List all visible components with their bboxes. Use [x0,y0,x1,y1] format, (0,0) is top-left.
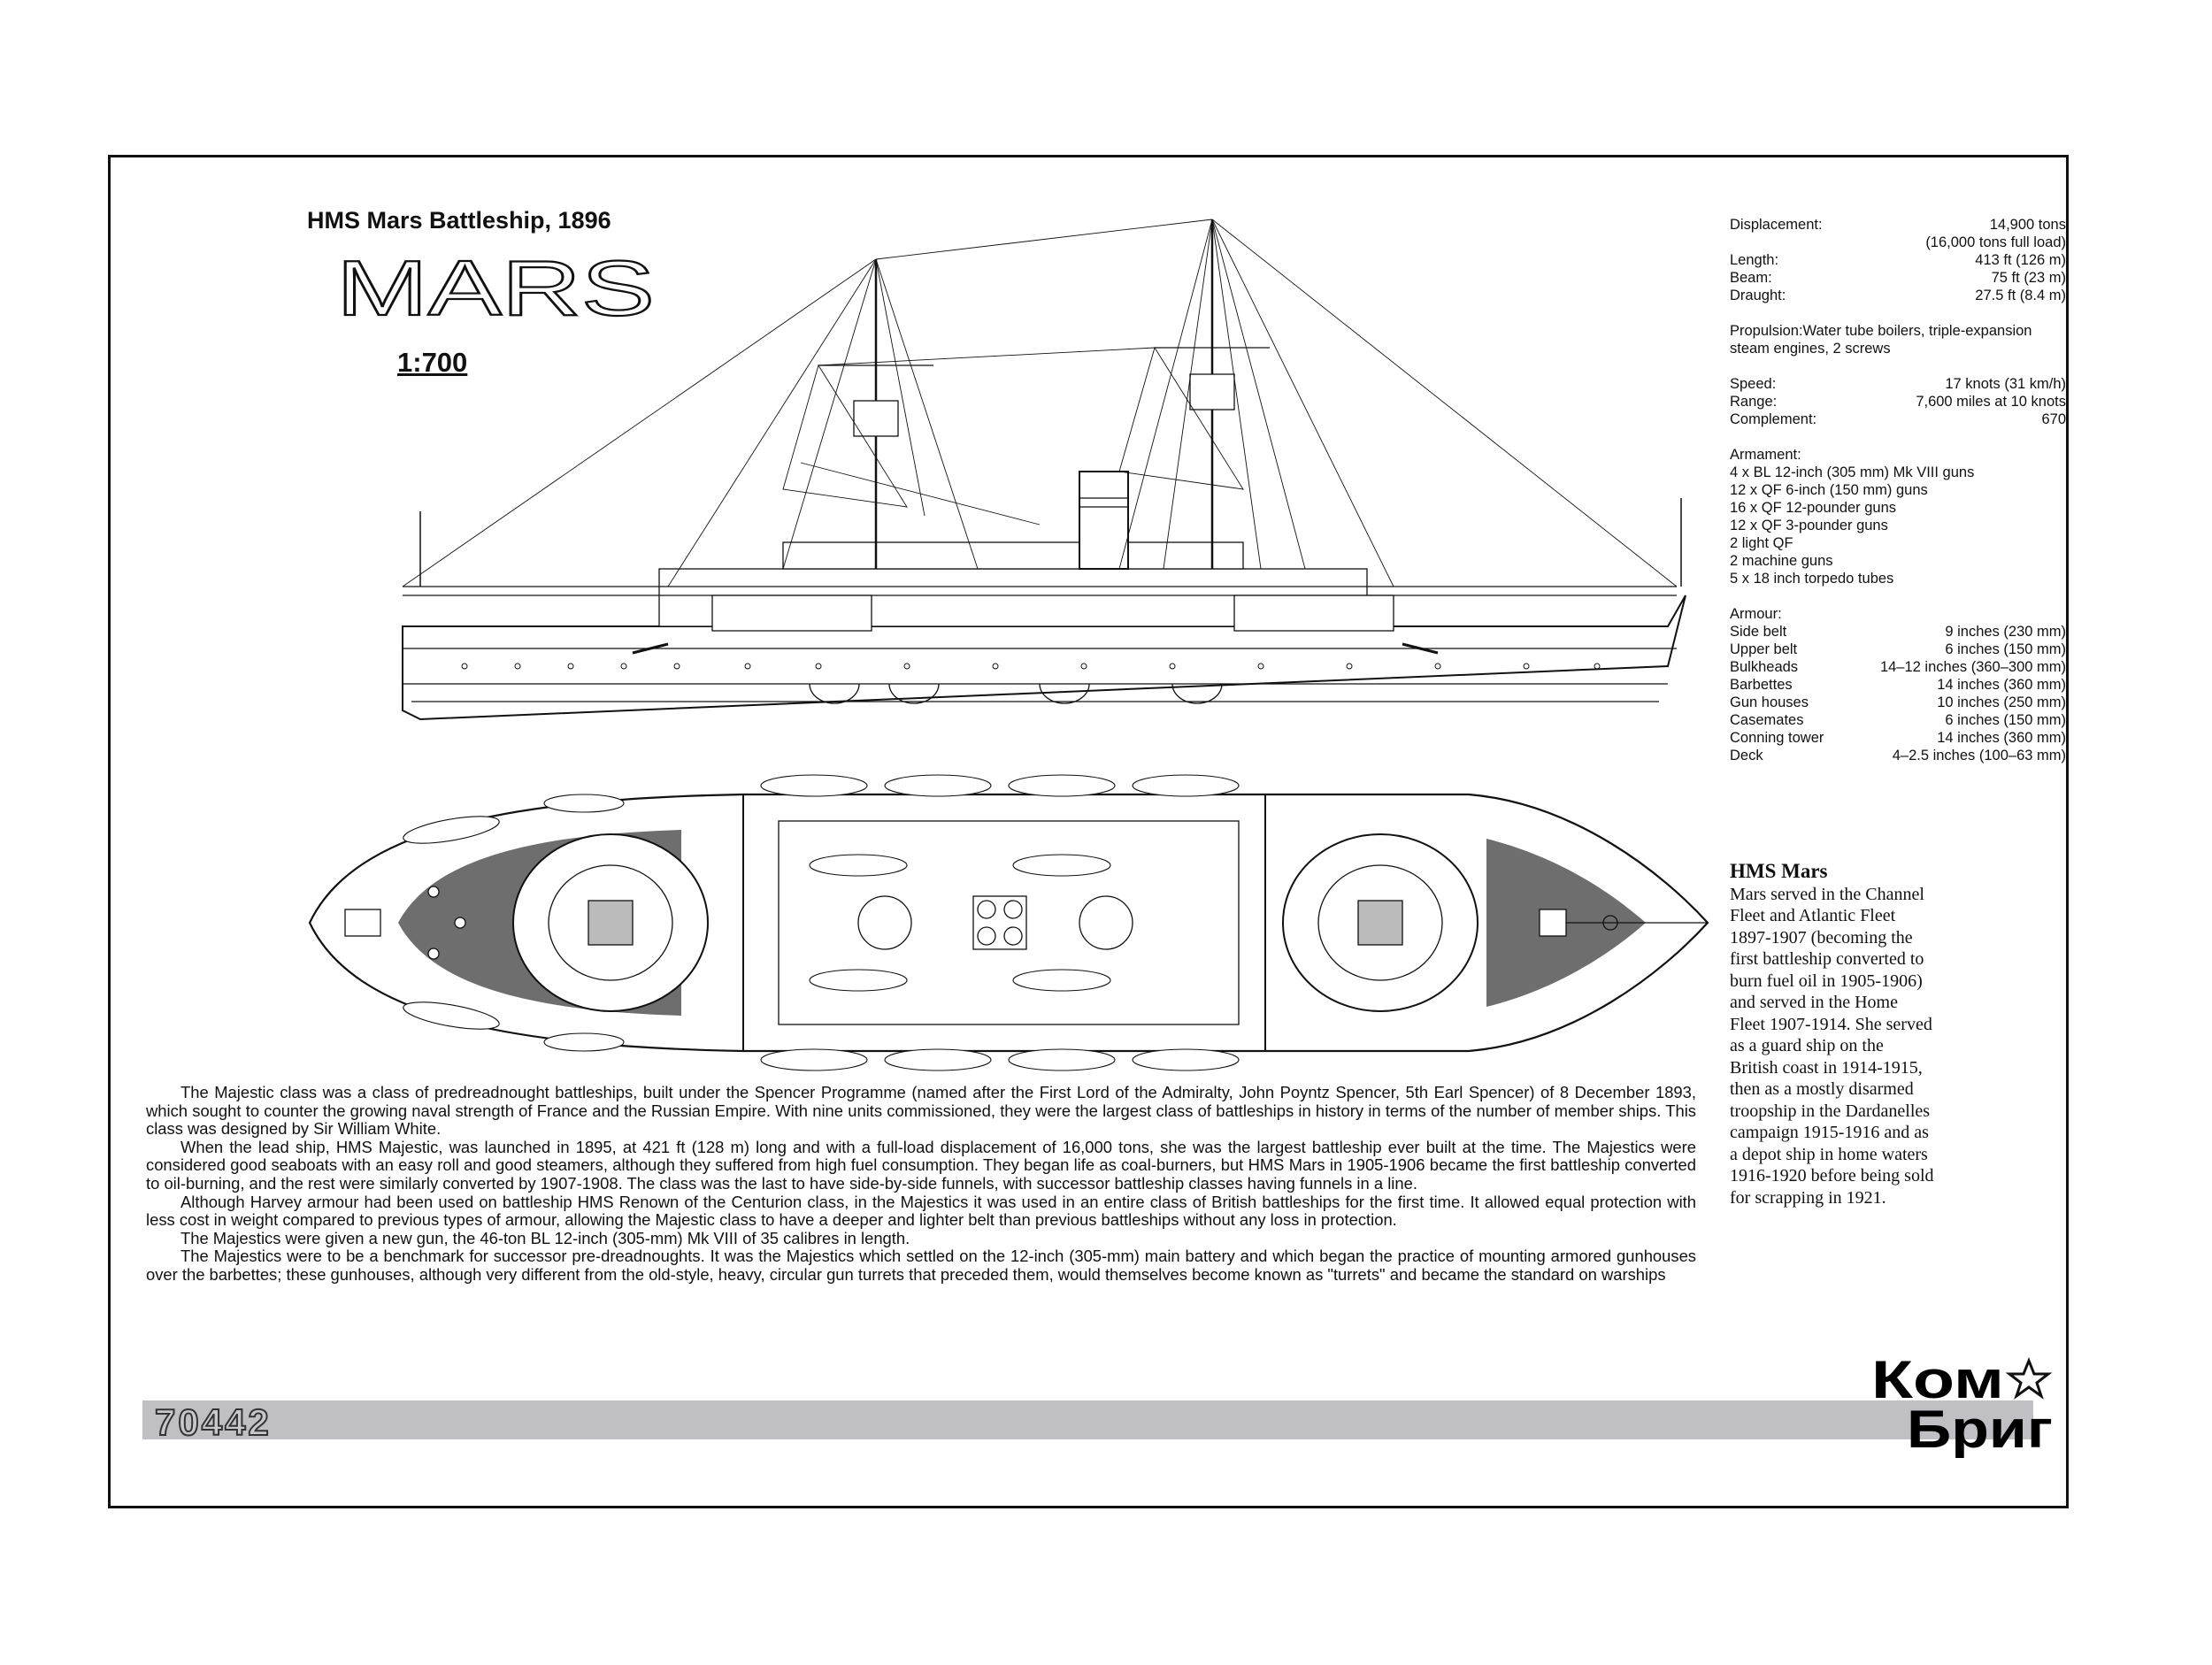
brand-word-bottom: Бриг [1907,1400,2053,1458]
armour-label: Bulkheads [1730,659,1799,675]
drawing-sheet: HMS Mars Battleship, 1896 MARS 1:700 [108,155,2069,1508]
history-line: campaign 1915-1916 and as [1730,1123,1929,1142]
spec-row-displacement: Displacement: 14,900 tons [1730,216,2066,234]
armour-value: 14 inches (360 mm) [1937,677,2066,693]
armour-label: Side belt [1730,624,1787,640]
article-paragraph: The Majestics were given a new gun, the … [180,1228,910,1247]
spec-gap [1730,357,2066,375]
spec-row: Length: 413 ft (126 m) [1730,251,2066,269]
armour-label: Gun houses [1730,694,1809,710]
history-line: Fleet 1907-1914. She served [1730,1014,1932,1034]
spec-label: Beam: [1730,270,1772,286]
history-line: for scrapping in 1921. [1730,1187,1886,1208]
history-line: a depot ship in home waters [1730,1144,1928,1164]
spec-value: 27.5 ft (8.4 m) [1975,288,2066,303]
article-paragraph: The Majestic class was a class of predre… [146,1083,1696,1139]
armour-row: Upper belt 6 inches (150 mm) [1730,641,2066,658]
armament-heading: Armament: [1730,447,1801,463]
armament-item: 16 x QF 12-pounder guns [1730,500,1897,516]
armour-value: 14–12 inches (360–300 mm) [1879,659,2066,675]
history-line: British coast in 1914-1915, [1730,1057,1923,1078]
spec-label: Speed: [1730,376,1777,392]
armour-label: Conning tower [1730,730,1824,746]
ship-name-text: MARS [336,246,655,332]
catalog-number: 70442 [154,1401,272,1443]
armour-row: Casemates 6 inches (150 mm) [1730,711,2066,729]
armour-value: 10 inches (250 mm) [1937,694,2066,710]
armament-item: 5 x 18 inch torpedo tubes [1730,571,1894,587]
armament-item: 12 x QF 6-inch (150 mm) guns [1730,482,1928,498]
page-title: HMS Mars Battleship, 1896 [307,207,611,234]
spec-label: Length: [1730,252,1779,268]
history-line: as a guard ship on the [1730,1036,1884,1055]
spec-row: Draught: 27.5 ft (8.4 m) [1730,287,2066,304]
history-line: burn fuel oil in 1905-1906) [1730,971,1923,991]
spec-gap [1730,587,2066,605]
spec-value: 14,900 tons [1989,217,2066,233]
history-line: first battleship converted to [1730,949,1924,969]
spec-row: Speed: 17 knots (31 km/h) [1730,375,2066,393]
plan-view-drawing [308,774,1709,1071]
spec-value: 7,600 miles at 10 knots [1916,394,2066,410]
spec-row: Beam: 75 ft (23 m) [1730,269,2066,287]
armour-row: Deck 4–2.5 inches (100–63 mm) [1730,747,2066,764]
history-line: 1916-1920 before being sold [1730,1166,1934,1185]
armour-label: Deck [1730,748,1763,763]
scale-label: 1:700 [397,347,468,378]
brand-word-top: Ком [1871,1350,2004,1409]
armour-row: Gun houses 10 inches (250 mm) [1730,694,2066,711]
armour-value: 14 inches (360 mm) [1937,730,2066,746]
armour-label: Casemates [1730,712,1804,728]
armour-heading: Armour: [1730,606,1782,622]
spec-label: Range: [1730,394,1778,410]
spec-row: Range: 7,600 miles at 10 knots [1730,393,2066,410]
spec-displacement-full: (16,000 tons full load) [1925,234,2066,250]
spec-label: Complement: [1730,411,1817,427]
history-line: troopship in the Dardanelles [1730,1101,1931,1121]
footer-band [142,1400,2033,1439]
history-line: Fleet and Atlantic Fleet [1730,906,1896,925]
armament-item: 2 light QF [1730,535,1793,551]
brand-logo: Ком Бриг [1871,1350,2053,1458]
history-line: 1897-1907 (becoming the [1730,927,1913,948]
spec-propulsion: steam engines, 2 screws [1730,341,1891,357]
spec-value: 17 knots (31 km/h) [1945,376,2066,392]
specifications-panel: Displacement: 14,900 tons (16,000 tons f… [1730,216,2066,764]
spec-value: 670 [2041,411,2066,427]
article-paragraph: Although Harvey armour had been used on … [146,1192,1696,1230]
armour-row: Bulkheads 14–12 inches (360–300 mm) [1730,658,2066,676]
spec-value: 413 ft (126 m) [1975,252,2066,268]
ship-name-logo: MARS [336,246,655,333]
spec-row: Complement: 670 [1730,410,2066,428]
armour-value: 9 inches (230 mm) [1945,624,2066,640]
history-line: then as a mostly disarmed [1730,1079,1914,1099]
spec-gap [1730,304,2066,322]
spec-label: Displacement: [1730,217,1823,233]
spec-value: 75 ft (23 m) [1991,270,2066,286]
history-line: and served in the Home [1730,993,1898,1012]
armour-label: Upper belt [1730,641,1798,657]
armour-value: 4–2.5 inches (100–63 mm) [1892,748,2066,763]
armour-row: Barbettes 14 inches (360 mm) [1730,676,2066,694]
spec-gap [1730,428,2066,446]
armour-label: Barbettes [1730,677,1793,693]
spec-label: Draught: [1730,288,1786,303]
armament-item: 12 x QF 3-pounder guns [1730,518,1888,533]
history-line: Mars served in the Channel [1730,884,1924,904]
armour-value: 6 inches (150 mm) [1945,641,2066,657]
side-profile-drawing [402,219,1686,721]
armour-value: 6 inches (150 mm) [1945,712,2066,728]
armour-row: Side belt 9 inches (230 mm) [1730,623,2066,641]
armament-item: 4 x BL 12-inch (305 mm) Mk VIII guns [1730,464,1975,480]
armament-item: 2 machine guns [1730,553,1833,569]
class-description-article: The Majestic class was a class of predre… [146,1083,1696,1285]
star-icon [2005,1356,2053,1400]
article-paragraph: The Majestics were to be a benchmark for… [146,1247,1696,1284]
article-paragraph: When the lead ship, HMS Majestic, was la… [146,1137,1696,1193]
spec-propulsion: Propulsion:Water tube boilers, triple-ex… [1730,323,2032,339]
history-title: HMS Mars [1730,860,1828,882]
service-history: HMS Mars Mars served in the Channel Flee… [1730,860,1960,1208]
armour-row: Conning tower 14 inches (360 mm) [1730,729,2066,747]
